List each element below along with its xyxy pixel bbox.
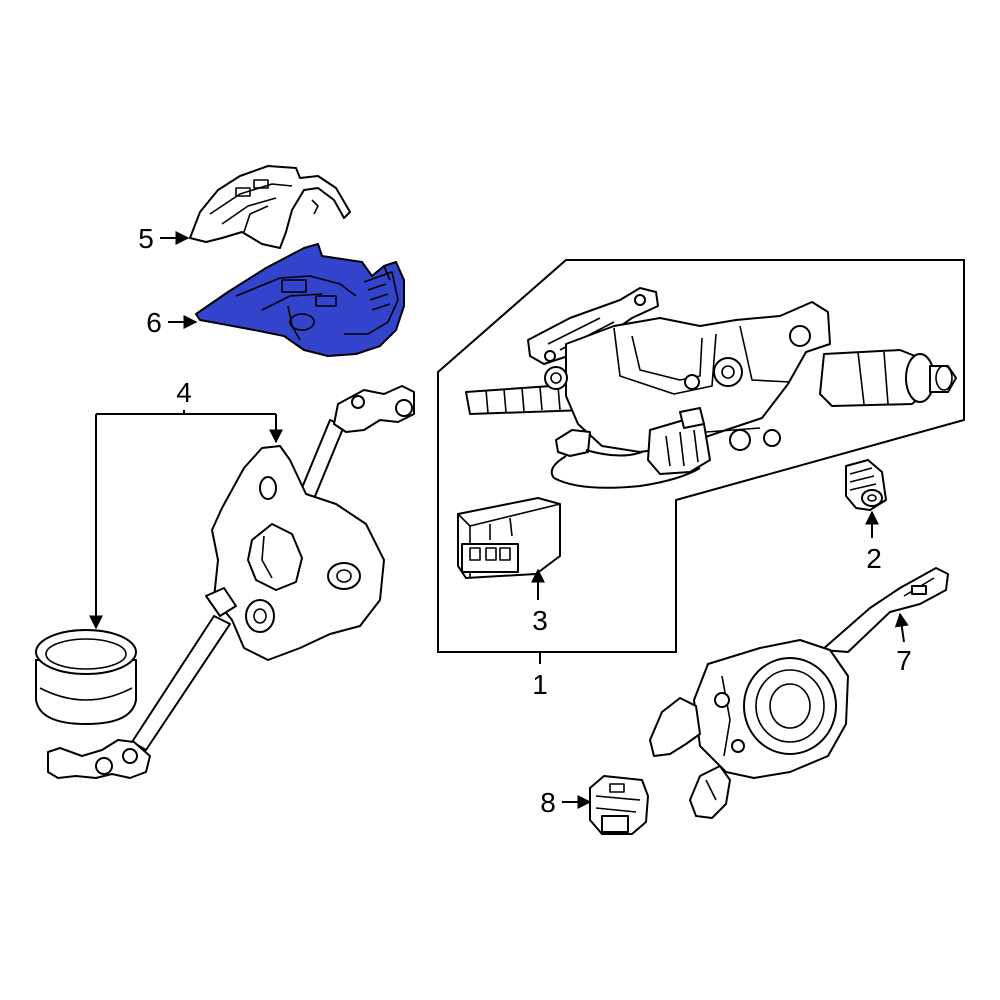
callout-5: 5 [138, 223, 154, 254]
part-5-upper-cover[interactable] [189, 165, 351, 249]
callout-1: 1 [532, 669, 548, 700]
callout-6: 6 [146, 307, 162, 338]
part-6-highlight-fill [195, 243, 405, 357]
leader-lines [89, 231, 909, 809]
part-8-switch[interactable] [589, 775, 649, 835]
part-6-lower-cover[interactable] [195, 243, 405, 357]
callout-8: 8 [540, 787, 556, 818]
part-4-intermediate-shaft[interactable] [35, 385, 415, 779]
part-1-steering-column[interactable] [465, 287, 957, 489]
part-3-control-module[interactable] [457, 497, 561, 579]
callout-4: 4 [176, 377, 192, 408]
callout-3: 3 [532, 605, 548, 636]
callout-2: 2 [866, 543, 882, 574]
callout-7: 7 [896, 645, 912, 676]
part-2-connector[interactable] [845, 459, 887, 511]
part-7-combination-switch[interactable] [649, 567, 949, 819]
part-1-group-frame [437, 259, 965, 653]
